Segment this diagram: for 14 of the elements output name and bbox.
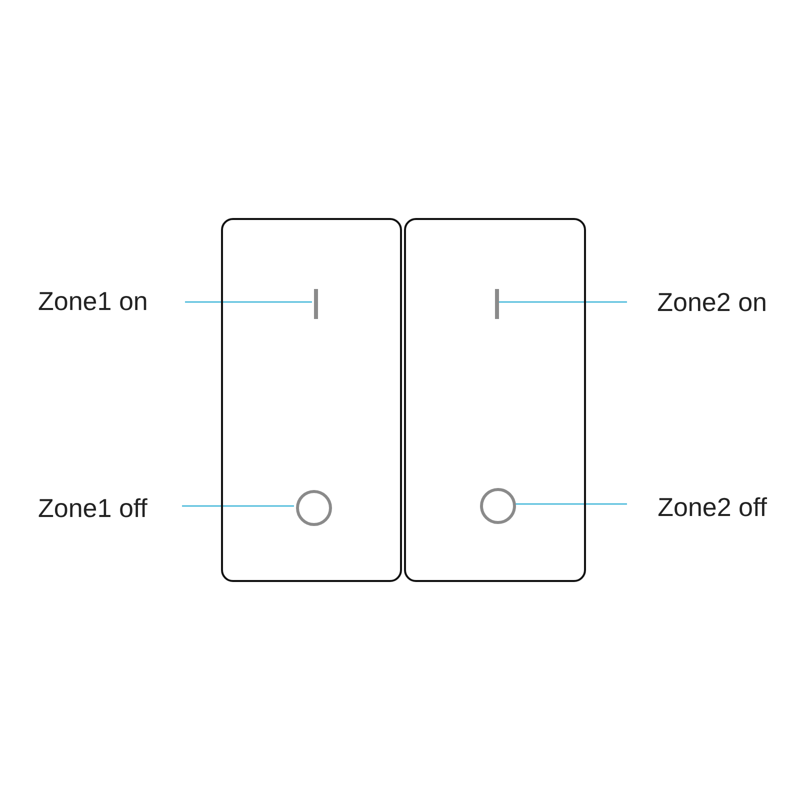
rocker-panel: [404, 218, 586, 582]
rocker-panel: [221, 218, 402, 582]
on-symbol-icon: [495, 289, 499, 319]
off-symbol-icon: [480, 488, 516, 524]
leader-line: [497, 301, 627, 303]
zone-label: Zone1 on: [38, 285, 185, 317]
zone-label: Zone1 off: [38, 492, 182, 524]
leader-line: [185, 301, 312, 303]
leader-line: [514, 503, 627, 505]
zone-label: Zone2 on: [627, 286, 767, 318]
on-symbol-icon: [314, 289, 318, 319]
off-symbol-icon: [296, 490, 332, 526]
leader-line: [182, 505, 294, 507]
zone-label: Zone2 off: [627, 491, 767, 523]
